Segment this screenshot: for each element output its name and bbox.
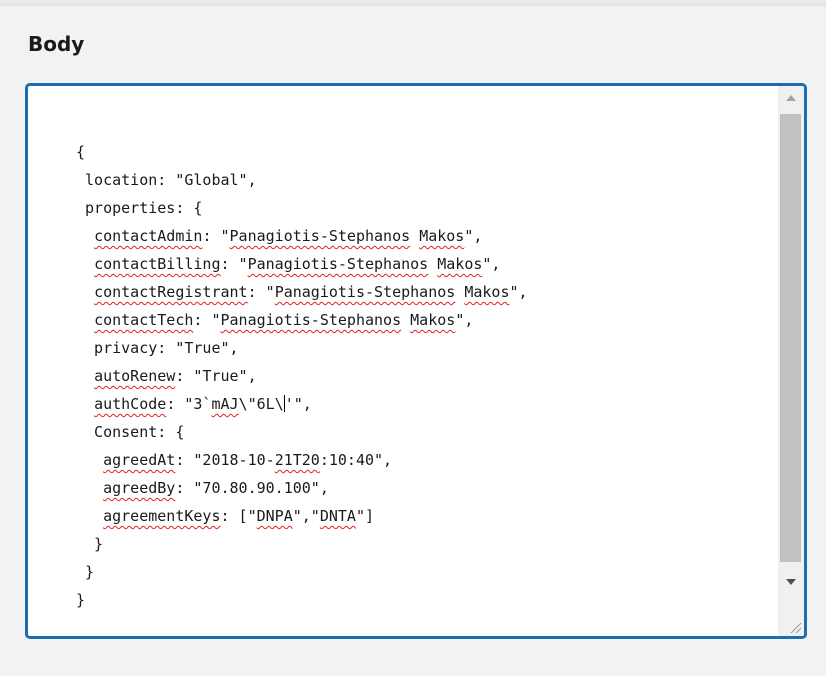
spellcheck-token: autoRenew: [94, 367, 176, 385]
code-line: {: [76, 138, 528, 166]
spellcheck-token: Panagiotis-Stephanos: [220, 311, 402, 329]
code-token: : ": [202, 227, 230, 245]
section-title: Body: [28, 32, 85, 56]
code-token: ",: [482, 255, 501, 273]
code-token: :10:40",: [319, 451, 393, 469]
spellcheck-token: Panagiotis-Stephanos: [274, 283, 456, 301]
spellcheck-token: agreedBy: [103, 479, 176, 497]
spellcheck-token: 21T20: [274, 451, 320, 469]
code-token: }: [76, 535, 104, 553]
spellcheck-token: contactRegistrant: [94, 283, 248, 301]
code-token: [76, 507, 103, 525]
spellcheck-token: Panagiotis-Stephanos: [247, 255, 429, 273]
code-token: [76, 255, 94, 273]
code-token: : ": [220, 255, 248, 273]
code-line: }: [76, 530, 528, 558]
scroll-down-button[interactable]: [778, 570, 804, 594]
code-token: [76, 227, 94, 245]
code-token: {: [76, 143, 86, 161]
code-token: location: "Global",: [76, 171, 257, 189]
code-line: privacy: "True",: [76, 334, 528, 362]
code-token: [76, 479, 103, 497]
spellcheck-token: contactAdmin: [94, 227, 203, 245]
code-line: authCode: "3`mAJ\"6L\'",: [76, 390, 528, 418]
code-token: properties: {: [76, 199, 203, 217]
resize-grip-icon: [790, 622, 802, 634]
spellcheck-token: Makos: [410, 311, 456, 329]
code-token: : "2018-10-: [175, 451, 275, 469]
code-line: autoRenew: "True",: [76, 362, 528, 390]
code-line: Consent: {: [76, 418, 528, 446]
code-token: [410, 227, 419, 245]
scroll-thumb[interactable]: [780, 114, 801, 562]
code-token: '",: [284, 395, 312, 413]
spellcheck-token: agreedAt: [103, 451, 176, 469]
spellcheck-token: Makos: [419, 227, 465, 245]
code-line: agreementKeys: ["DNPA","DNTA"]: [76, 502, 528, 530]
code-token: [76, 395, 94, 413]
top-divider: [0, 0, 826, 6]
code-token: : [": [220, 507, 257, 525]
vertical-scrollbar[interactable]: [778, 86, 804, 636]
resize-grip[interactable]: [778, 614, 804, 636]
code-token: : ": [247, 283, 275, 301]
code-token: : "3`: [166, 395, 212, 413]
code-line: }: [76, 586, 528, 614]
spellcheck-token: agreementKeys: [103, 507, 221, 525]
code-token: [455, 283, 464, 301]
code-line: agreedAt: "2018-10-21T20:10:40",: [76, 446, 528, 474]
spellcheck-token: Makos: [464, 283, 510, 301]
code-token: [401, 311, 410, 329]
code-token: : "True",: [175, 367, 257, 385]
code-token: }: [76, 563, 95, 581]
code-line: contactTech: "Panagiotis-Stephanos Makos…: [76, 306, 528, 334]
spellcheck-token: contactTech: [94, 311, 194, 329]
code-line: contactAdmin: "Panagiotis-Stephanos Mako…: [76, 222, 528, 250]
code-token: [428, 255, 437, 273]
code-token: : "70.80.90.100",: [175, 479, 329, 497]
spellcheck-token: authCode: [94, 395, 167, 413]
code-line: contactRegistrant: "Panagiotis-Stephanos…: [76, 278, 528, 306]
code-token: ",: [464, 227, 483, 245]
code-token: Consent: {: [76, 423, 185, 441]
code-token: \"6L\: [238, 395, 284, 413]
code-line: agreedBy: "70.80.90.100",: [76, 474, 528, 502]
code-token: : ": [193, 311, 221, 329]
chevron-down-icon: [786, 579, 796, 585]
code-line: location: "Global",: [76, 166, 528, 194]
chevron-up-icon: [786, 95, 796, 101]
text-caret: [283, 395, 285, 412]
spellcheck-token: DNPA: [256, 507, 293, 525]
request-body-code[interactable]: { location: "Global", properties: { cont…: [76, 138, 528, 614]
scroll-up-button[interactable]: [778, 86, 804, 110]
spellcheck-token: mAJ: [211, 395, 239, 413]
code-line: contactBilling: "Panagiotis-Stephanos Ma…: [76, 250, 528, 278]
code-line: properties: {: [76, 194, 528, 222]
code-token: }: [76, 591, 86, 609]
code-token: [76, 451, 103, 469]
code-token: [76, 367, 94, 385]
spellcheck-token: DNTA: [319, 507, 356, 525]
code-token: [76, 283, 94, 301]
spellcheck-token: Makos: [437, 255, 483, 273]
code-token: ",: [455, 311, 474, 329]
code-token: [76, 311, 94, 329]
code-token: "]: [355, 507, 375, 525]
code-token: ",: [509, 283, 528, 301]
code-token: privacy: "True",: [76, 339, 239, 357]
spellcheck-token: Panagiotis-Stephanos: [229, 227, 411, 245]
code-token: ",": [292, 507, 320, 525]
body-textarea[interactable]: { location: "Global", properties: { cont…: [25, 83, 807, 639]
code-line: }: [76, 558, 528, 586]
spellcheck-token: contactBilling: [94, 255, 221, 273]
